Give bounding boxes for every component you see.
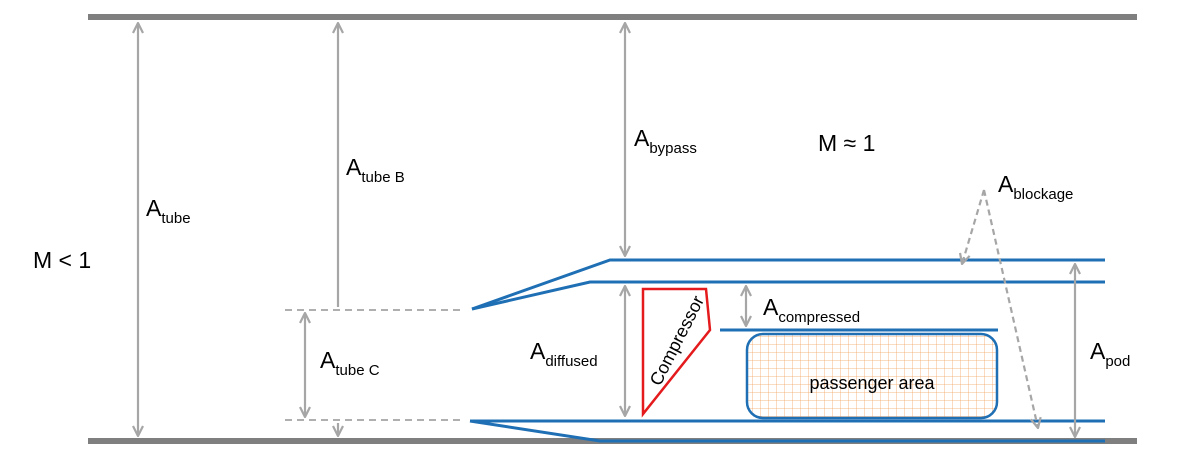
mach-bypass-label: M ≈ 1 bbox=[818, 130, 875, 156]
label-a-tube-c: Atube C bbox=[320, 347, 380, 379]
label-a-diffused: Adiffused bbox=[530, 338, 598, 370]
label-a-tube-b: Atube B bbox=[346, 154, 405, 186]
mach-upstream-label: M < 1 bbox=[33, 247, 91, 273]
label-a-tube: Atube bbox=[146, 195, 191, 227]
arrow-blockage-bottom bbox=[982, 189, 1038, 428]
compressor bbox=[641, 287, 712, 418]
passenger-area-label: passenger area bbox=[809, 373, 935, 393]
passenger-area bbox=[745, 332, 999, 420]
compressor-label: Compressor bbox=[646, 292, 708, 388]
pod-outline bbox=[469, 258, 1105, 443]
label-a-compressed: Acompressed bbox=[763, 294, 860, 326]
label-a-pod: Apod bbox=[1090, 338, 1130, 370]
label-a-blockage: Ablockage bbox=[998, 171, 1073, 203]
arrow-blockage-top bbox=[962, 189, 986, 264]
label-a-bypass: Abypass bbox=[634, 125, 697, 157]
